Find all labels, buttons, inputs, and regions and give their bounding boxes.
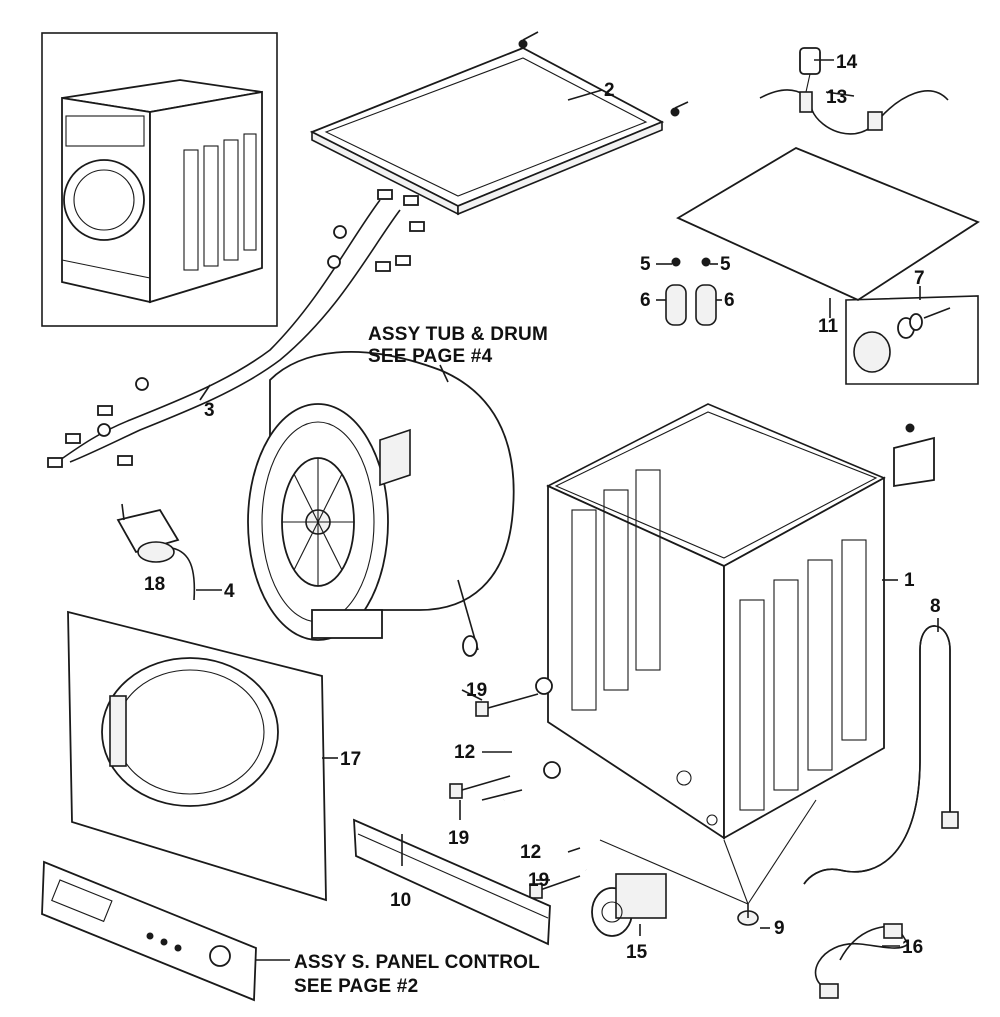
label-part-5a: 5 bbox=[640, 254, 651, 275]
cabinet bbox=[546, 403, 886, 840]
rear-bracket bbox=[893, 423, 935, 488]
filter-kit-box bbox=[845, 295, 979, 385]
label-part-19a: 19 bbox=[466, 680, 487, 701]
note-tub-drum-ref: SEE PAGE #4 bbox=[368, 346, 493, 367]
label-part-4: 4 bbox=[224, 581, 235, 602]
label-part-19c: 19 bbox=[528, 870, 549, 891]
label-part-15: 15 bbox=[626, 942, 648, 963]
rear-grille-panel bbox=[676, 146, 980, 302]
control-panel bbox=[41, 860, 257, 1002]
label-part-10: 10 bbox=[390, 890, 411, 911]
label-part-3: 3 bbox=[204, 400, 215, 421]
tub-springs bbox=[665, 257, 717, 326]
leader-lines bbox=[196, 59, 939, 961]
label-part-6b: 6 bbox=[724, 290, 735, 311]
inlet-hose bbox=[814, 923, 910, 999]
shock-absorbers bbox=[449, 677, 589, 899]
label-part-11: 11 bbox=[818, 316, 839, 337]
wire-harness bbox=[47, 189, 425, 468]
label-part-14: 14 bbox=[836, 52, 858, 73]
power-cord bbox=[759, 47, 949, 135]
kick-plate bbox=[353, 818, 551, 946]
label-part-9: 9 bbox=[774, 918, 785, 939]
leveling-leg bbox=[599, 799, 817, 926]
label-part-13: 13 bbox=[826, 87, 847, 108]
label-part-8: 8 bbox=[930, 596, 941, 617]
label-part-6a: 6 bbox=[640, 290, 651, 311]
label-part-1: 1 bbox=[904, 570, 915, 591]
label-part-12b: 12 bbox=[520, 842, 541, 863]
front-panel bbox=[67, 610, 327, 902]
label-part-2: 2 bbox=[604, 80, 615, 101]
label-part-18: 18 bbox=[144, 574, 165, 595]
label-part-16: 16 bbox=[902, 937, 923, 958]
label-part-12a: 12 bbox=[454, 742, 475, 763]
top-cover bbox=[309, 31, 689, 216]
assembled-washer-inset bbox=[41, 32, 278, 327]
drain-pump bbox=[591, 873, 667, 937]
note-control-panel-title: ASSY S. PANEL CONTROL bbox=[294, 952, 540, 973]
label-part-5b: 5 bbox=[720, 254, 731, 275]
label-part-7: 7 bbox=[914, 268, 925, 289]
drain-hose bbox=[803, 625, 959, 885]
note-tub-drum-title: ASSY TUB & DRUM bbox=[368, 324, 548, 345]
tub-drum-assembly bbox=[247, 350, 515, 657]
label-part-17: 17 bbox=[340, 749, 361, 770]
note-control-panel-ref: SEE PAGE #2 bbox=[294, 976, 418, 997]
label-part-19b: 19 bbox=[448, 828, 469, 849]
pressure-switch bbox=[116, 503, 196, 601]
